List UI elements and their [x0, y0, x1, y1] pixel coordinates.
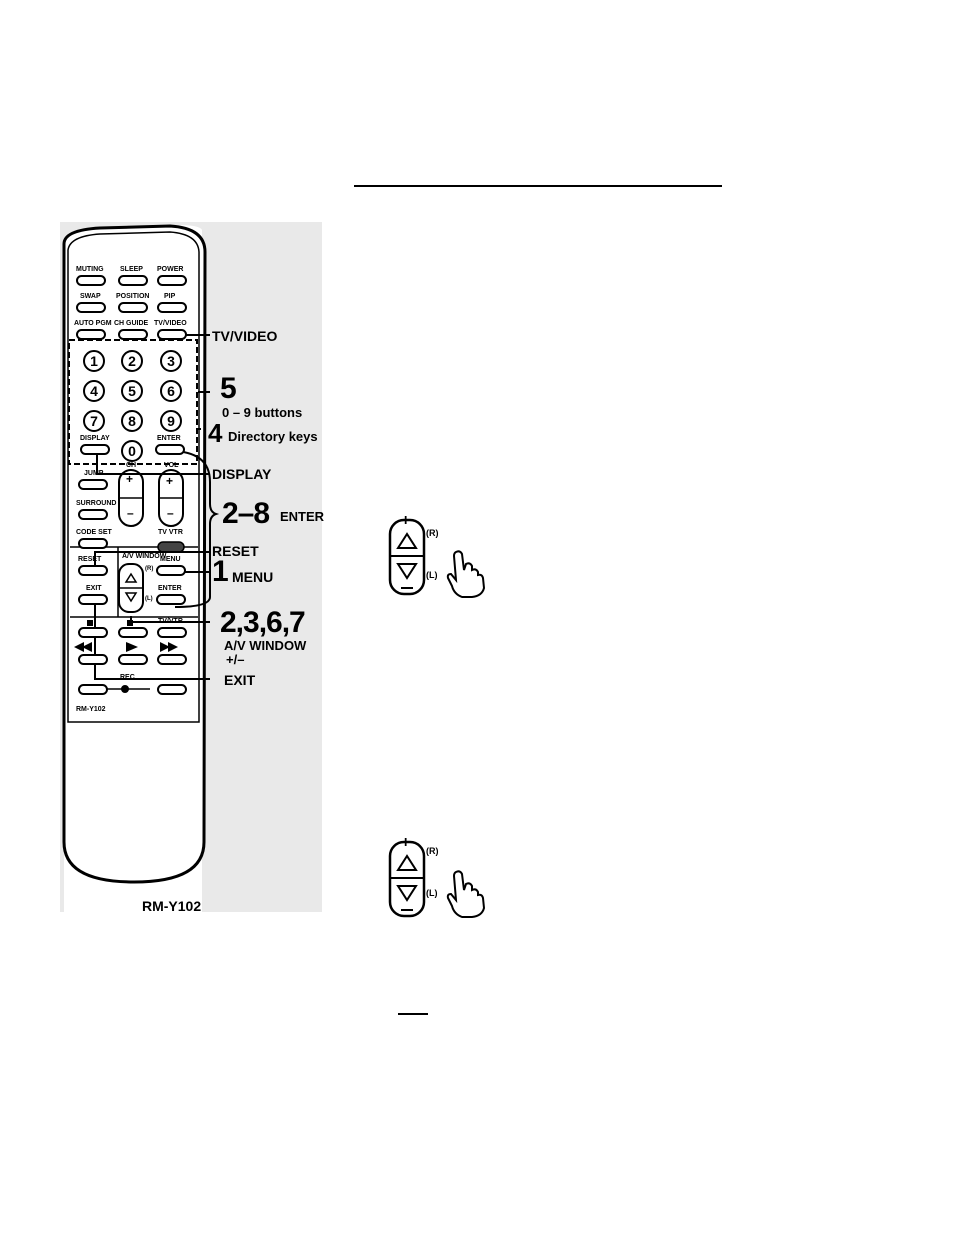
tv-video-label: TV/VIDEO: [154, 320, 187, 327]
callout-step1-text: MENU: [232, 569, 274, 585]
tv-vtr-label: TV VTR: [158, 529, 183, 536]
vol-label: VOL: [164, 462, 179, 469]
callout-tv-video: TV/VIDEO: [212, 328, 278, 344]
callout-step28-text: ENTER: [280, 509, 325, 524]
play-button[interactable]: [118, 654, 148, 665]
av-window-label: A/V WINDOW: [122, 553, 167, 560]
digit-1-button[interactable]: 1: [83, 350, 105, 372]
ch-label: CH: [126, 462, 137, 469]
rocker-2-plus: +: [401, 834, 411, 851]
rocker-2-r-label: (R): [426, 846, 439, 856]
position-button[interactable]: [118, 302, 148, 313]
jump-label: JUMP: [84, 470, 104, 477]
power-button[interactable]: [157, 275, 187, 286]
digit-7-button[interactable]: 7: [83, 410, 105, 432]
rec-label: REC: [120, 674, 135, 681]
rocker-1-plus: +: [401, 512, 411, 529]
digit-6-button[interactable]: 6: [160, 380, 182, 402]
l-mark: (L): [145, 596, 153, 602]
callout-step2367-text1: A/V WINDOW: [224, 638, 307, 653]
enter-label: ENTER: [157, 435, 181, 442]
vol-up-button[interactable]: +: [166, 474, 174, 488]
short-rule: [398, 1013, 428, 1015]
surround-label: SURROUND: [76, 500, 117, 507]
rec-right-button[interactable]: [157, 684, 187, 695]
sleep-label: SLEEP: [120, 266, 143, 273]
tv-vtr2-label: TV/VTR: [158, 618, 183, 625]
surround-button[interactable]: [78, 509, 108, 520]
muting-button[interactable]: [76, 275, 106, 286]
rewind-button[interactable]: [78, 654, 108, 665]
remote-caption: RM-Y102: [142, 898, 202, 914]
display-button[interactable]: [80, 444, 110, 455]
swap-label: SWAP: [80, 293, 101, 300]
callout-step4-number: 4: [208, 418, 223, 448]
digit-3-button[interactable]: 3: [160, 350, 182, 372]
callout-step1-number: 1: [212, 555, 229, 588]
heading-rule: [354, 185, 722, 187]
jump-button[interactable]: [78, 479, 108, 490]
ch-down-button[interactable]: –: [127, 506, 134, 520]
pointing-hand-icon: [446, 870, 486, 918]
callout-step5-text: 0 – 9 buttons: [222, 405, 303, 420]
rocker-1-l-label: (L): [426, 570, 438, 580]
callout-step5-number: 5: [220, 372, 237, 405]
menu-button[interactable]: [156, 565, 186, 576]
display-label: DISPLAY: [80, 435, 110, 442]
digit-8-button[interactable]: 8: [121, 410, 143, 432]
digit-5-button[interactable]: 5: [121, 380, 143, 402]
auto-pgm-label: AUTO PGM: [74, 320, 112, 327]
sleep-button[interactable]: [118, 275, 148, 286]
vol-down-button[interactable]: –: [167, 506, 174, 520]
callout-reset: RESET: [212, 543, 259, 559]
callout-step4-text: Directory keys: [228, 429, 318, 444]
ch-up-button[interactable]: +: [126, 472, 134, 486]
power-label: POWER: [157, 266, 184, 273]
reset-button[interactable]: [78, 565, 108, 576]
exit-label: EXIT: [86, 585, 102, 592]
rocker-icon: [388, 840, 426, 918]
rec-left-button[interactable]: [78, 684, 108, 695]
digit-0-button[interactable]: 0: [121, 440, 143, 462]
reset-label: RESET: [78, 556, 102, 563]
digit-9-button[interactable]: 9: [160, 410, 182, 432]
code-set-label: CODE SET: [76, 529, 112, 536]
pip-label: PIP: [164, 293, 176, 300]
digit-2-button[interactable]: 2: [121, 350, 143, 372]
callout-exit: EXIT: [224, 672, 256, 688]
fast-forward-button[interactable]: [157, 654, 187, 665]
rocker-figure-2: + (R) (L): [388, 834, 494, 922]
pip-button[interactable]: [157, 302, 187, 313]
exit-button[interactable]: [78, 594, 108, 605]
r-mark: (R): [145, 566, 154, 572]
tv-vtr2-button[interactable]: [157, 627, 187, 638]
auto-pgm-button[interactable]: [76, 329, 106, 340]
enter2-button[interactable]: [156, 594, 186, 605]
swap-button[interactable]: [76, 302, 106, 313]
rocker-1-r-label: (R): [426, 528, 439, 538]
menu-label: MENU: [160, 556, 181, 563]
pointing-hand-icon: [446, 550, 486, 598]
code-set-button[interactable]: [78, 538, 108, 549]
callout-step2367-text2: +/–: [226, 652, 245, 667]
callout-step2367-number: 2,3,6,7: [220, 606, 306, 639]
muting-label: MUTING: [76, 266, 104, 273]
position-label: POSITION: [116, 293, 150, 300]
ch-guide-label: CH GUIDE: [114, 320, 149, 327]
callout-step28-number: 2–8: [222, 497, 270, 530]
stop-button[interactable]: [78, 627, 108, 638]
enter-button[interactable]: [155, 444, 185, 455]
rocker-icon: [388, 518, 426, 596]
ch-guide-button[interactable]: [118, 329, 148, 340]
remote-illustration: MUTING SLEEP POWER SWAP POSITION PIP AUT…: [60, 222, 325, 914]
callout-display: DISPLAY: [212, 466, 272, 482]
digit-4-button[interactable]: 4: [83, 380, 105, 402]
rocker-figure-1: + (R) (L): [388, 512, 494, 600]
pause-button[interactable]: [118, 627, 148, 638]
enter2-label: ENTER: [158, 585, 182, 592]
tv-video-button[interactable]: [157, 329, 187, 340]
remote-model-label: RM-Y102: [76, 706, 106, 713]
rocker-2-l-label: (L): [426, 888, 438, 898]
